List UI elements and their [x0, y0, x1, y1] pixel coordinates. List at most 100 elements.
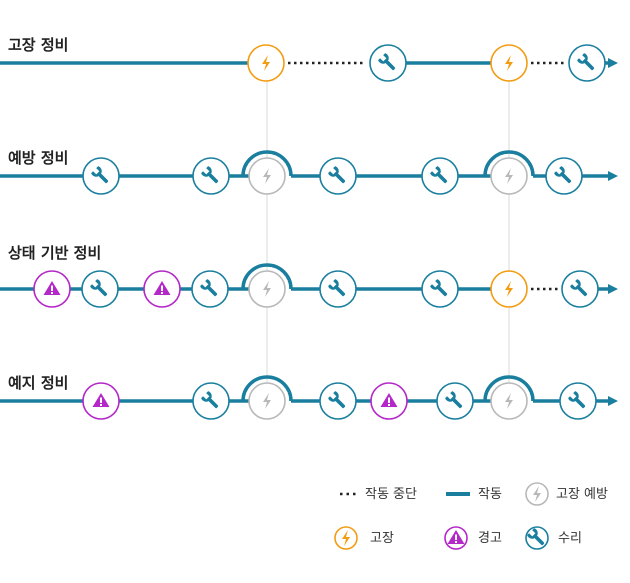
- bypass-arc: [483, 375, 535, 402]
- legend-label-running: 작동: [478, 487, 502, 502]
- repair-marker: [319, 157, 357, 195]
- legend-item-running: 작동: [446, 487, 502, 502]
- row-title: 예지 정비: [8, 374, 68, 392]
- legend-label-warning: 경고: [478, 531, 502, 546]
- lightning-bolt-icon: [505, 393, 513, 409]
- timeline: [0, 58, 618, 68]
- legend-mark-prevented: [525, 482, 549, 506]
- legend-label-prevented: 고장 예방: [556, 487, 608, 502]
- legend-mark-failure: [334, 526, 358, 550]
- lightning-bolt-icon: [263, 168, 271, 184]
- repair-marker: [436, 382, 474, 420]
- failure-marker: [490, 270, 528, 308]
- maintenance-row: 예지 정비: [0, 374, 618, 420]
- row-title: 예방 정비: [8, 149, 68, 167]
- repair-marker: [319, 270, 357, 308]
- prevented-marker: [490, 382, 528, 420]
- wrench-icon: [554, 166, 572, 184]
- wrench-icon: [200, 279, 218, 297]
- wrench-icon: [430, 279, 448, 297]
- row-title: 고장 정비: [8, 36, 68, 54]
- repair-marker: [568, 44, 606, 82]
- warning-triangle-icon: [380, 393, 398, 407]
- bypass-arc: [241, 150, 293, 177]
- lightning-bolt-icon: [505, 168, 513, 184]
- bypass-arc: [241, 263, 293, 290]
- maintenance-row: 예방 정비: [0, 149, 618, 195]
- arrow-right-icon: [608, 171, 618, 181]
- wrench-icon: [527, 528, 545, 546]
- wrench-icon: [201, 391, 219, 409]
- warning-triangle-icon: [92, 393, 110, 407]
- repair-marker: [545, 157, 583, 195]
- wrench-icon: [328, 279, 346, 297]
- lightning-bolt-icon: [263, 281, 271, 297]
- maintenance-row: 상태 기반 정비: [0, 244, 618, 308]
- legend-item-prevented: 고장 예방: [525, 482, 608, 506]
- warning-marker: [370, 382, 408, 420]
- wrench-icon: [430, 166, 448, 184]
- warning-marker: [82, 382, 120, 420]
- repair-marker: [421, 157, 459, 195]
- wrench-icon: [328, 391, 346, 409]
- legend-mark-repair: [525, 526, 549, 550]
- legend-label-failure: 고장: [370, 531, 394, 546]
- lightning-bolt-icon: [505, 55, 513, 71]
- lightning-bolt-icon: [342, 530, 350, 546]
- wrench-icon: [445, 391, 463, 409]
- repair-marker: [192, 382, 230, 420]
- wrench-icon: [378, 53, 396, 71]
- wrench-icon: [201, 166, 219, 184]
- timeline: [0, 375, 618, 406]
- wrench-icon: [328, 166, 346, 184]
- bypass-arc: [483, 150, 535, 177]
- prevented-marker: [490, 157, 528, 195]
- legend-item-stopped: 작동 중단: [340, 487, 417, 502]
- timeline: [0, 150, 618, 181]
- repair-marker: [369, 44, 407, 82]
- repair-marker: [319, 382, 357, 420]
- lightning-bolt-icon: [533, 486, 541, 502]
- bypass-arc: [241, 375, 293, 402]
- repair-marker: [81, 270, 119, 308]
- repair-marker: [192, 157, 230, 195]
- wrench-icon: [577, 53, 595, 71]
- repair-marker: [191, 270, 229, 308]
- prevented-marker: [248, 382, 286, 420]
- repair-marker: [82, 157, 120, 195]
- lightning-bolt-icon: [262, 55, 270, 71]
- legend-item-failure: 고장: [334, 526, 394, 550]
- maintenance-row: 고장 정비: [0, 36, 618, 82]
- warning-triangle-icon: [153, 281, 171, 295]
- wrench-icon: [90, 279, 108, 297]
- legend-mark-warning: [444, 526, 468, 550]
- warning-marker: [143, 270, 181, 308]
- prevented-marker: [248, 270, 286, 308]
- legend: 작동 중단 작동 고장 예방 고장 경고 수리: [334, 482, 608, 550]
- arrow-right-icon: [608, 284, 618, 294]
- warning-marker: [33, 270, 71, 308]
- legend-item-warning: 경고: [444, 526, 502, 550]
- timeline: [0, 263, 618, 294]
- timeline-guide-lines: [266, 45, 510, 415]
- warning-triangle-icon: [447, 530, 465, 544]
- failure-marker: [247, 44, 285, 82]
- arrow-right-icon: [608, 58, 618, 68]
- wrench-icon: [91, 166, 109, 184]
- repair-marker: [421, 270, 459, 308]
- legend-label-stopped: 작동 중단: [365, 487, 417, 502]
- warning-triangle-icon: [43, 281, 61, 295]
- legend-label-repair: 수리: [558, 531, 582, 546]
- prevented-marker: [248, 157, 286, 195]
- repair-marker: [559, 382, 597, 420]
- repair-marker: [561, 270, 599, 308]
- failure-marker: [490, 44, 528, 82]
- row-title: 상태 기반 정비: [8, 244, 101, 262]
- wrench-icon: [568, 391, 586, 409]
- lightning-bolt-icon: [505, 281, 513, 297]
- lightning-bolt-icon: [263, 393, 271, 409]
- wrench-icon: [570, 279, 588, 297]
- legend-item-repair: 수리: [525, 526, 582, 550]
